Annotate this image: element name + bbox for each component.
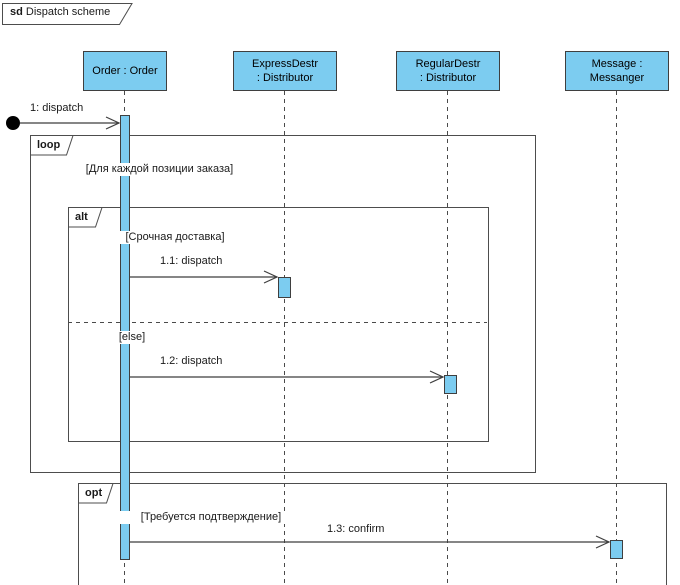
message-arrow-dispatch-1-1[interactable] bbox=[130, 269, 279, 285]
opt-operator-label: opt bbox=[85, 487, 103, 499]
diagram-title-tab: sd Dispatch scheme bbox=[2, 3, 136, 31]
message-label-1: 1: dispatch bbox=[28, 102, 86, 115]
lifeline-head-regulardestr[interactable]: RegularDestr: Distributor bbox=[396, 51, 500, 91]
alt-guard-else: [else] bbox=[110, 331, 154, 344]
message-arrow-dispatch-1-2[interactable] bbox=[130, 369, 445, 385]
opt-guard: [Требуется подтверждение] bbox=[120, 511, 302, 524]
message-label-1-1: 1.1: dispatch bbox=[158, 255, 225, 268]
found-message-circle[interactable] bbox=[6, 116, 20, 130]
title-pentagon-shape bbox=[2, 3, 133, 25]
opt-fragment-frame[interactable] bbox=[78, 483, 667, 585]
message-label-1-2: 1.2: dispatch bbox=[158, 355, 225, 368]
title-keyword: sd bbox=[10, 6, 23, 18]
lifeline-name: Order : Order bbox=[92, 65, 158, 77]
open-arrowhead-icon bbox=[429, 370, 445, 384]
title-name: Dispatch scheme bbox=[25, 6, 111, 18]
lifeline-regulardestr[interactable] bbox=[447, 91, 448, 585]
alt-operator-label: alt bbox=[75, 211, 88, 223]
activation-message[interactable] bbox=[610, 540, 623, 559]
message-arrow-confirm-1-3[interactable] bbox=[130, 534, 611, 550]
loop-guard: [Для каждой позиции заказа] bbox=[65, 163, 254, 176]
loop-operator-label: loop bbox=[37, 139, 61, 151]
activation-regulardestr[interactable] bbox=[444, 375, 457, 394]
lifeline-expressdestr[interactable] bbox=[284, 91, 285, 585]
message-label-1-3: 1.3: confirm bbox=[325, 523, 387, 536]
open-arrowhead-icon bbox=[105, 116, 121, 130]
loop-fragment-tab[interactable] bbox=[30, 135, 75, 156]
lifeline-name: RegularDestr bbox=[415, 58, 481, 70]
open-arrowhead-icon bbox=[595, 535, 611, 549]
lifeline-head-order[interactable]: Order : Order bbox=[83, 51, 167, 91]
lifeline-name: Message : bbox=[591, 58, 643, 70]
message-arrow-dispatch-1[interactable] bbox=[20, 115, 121, 131]
lifeline-head-message[interactable]: Message :Messanger bbox=[565, 51, 669, 91]
activation-expressdestr[interactable] bbox=[278, 277, 291, 298]
alt-fragment-tab[interactable] bbox=[68, 207, 104, 228]
lifeline-name: ExpressDestr bbox=[251, 58, 319, 70]
lifeline-message[interactable] bbox=[616, 91, 617, 585]
open-arrowhead-icon bbox=[263, 270, 279, 284]
alt-guard-if: [Срочная доставка] bbox=[113, 231, 237, 244]
alt-fragment-frame[interactable] bbox=[68, 207, 489, 442]
lifeline-head-expressdestr[interactable]: ExpressDestr: Distributor bbox=[233, 51, 337, 91]
opt-fragment-tab[interactable] bbox=[78, 483, 115, 504]
loop-fragment-frame[interactable] bbox=[30, 135, 536, 473]
alt-else-divider bbox=[68, 322, 487, 323]
diagram-title: sd Dispatch scheme bbox=[10, 6, 110, 18]
